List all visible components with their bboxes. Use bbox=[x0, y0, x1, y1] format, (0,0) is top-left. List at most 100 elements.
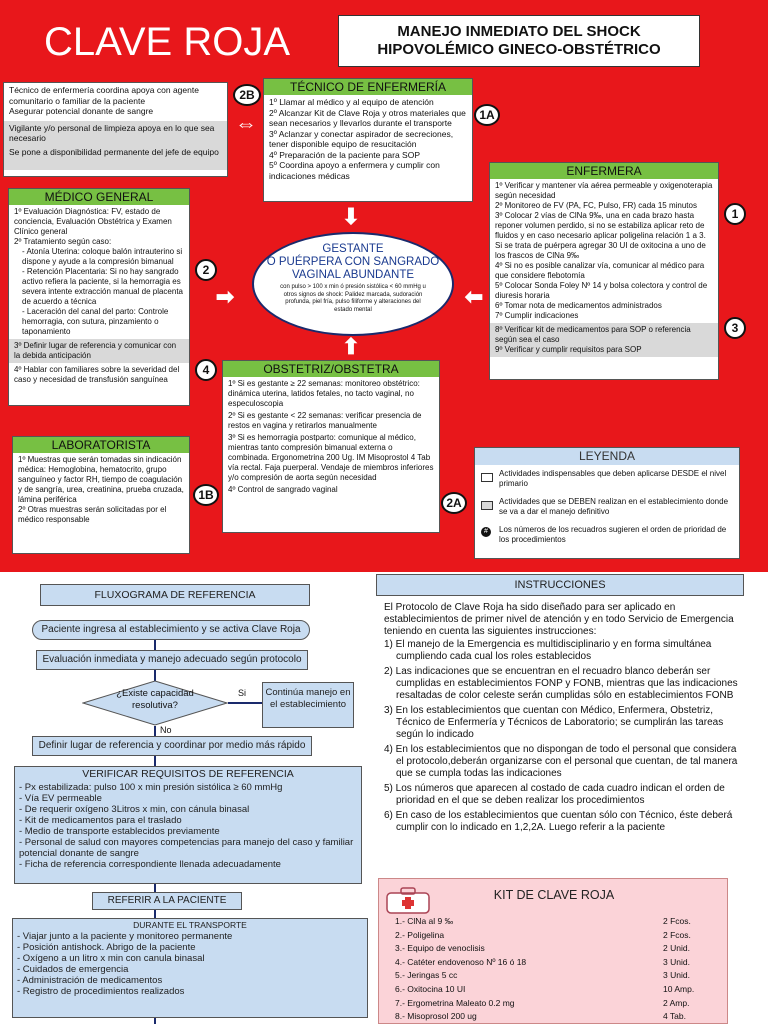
bottom-section: FLUXOGRAMA DE REFERENCIA Paciente ingres… bbox=[0, 572, 768, 1024]
kit-row: 2.- Poligelina 2 Fcos. bbox=[395, 929, 713, 943]
list-item: 4º Preparación de la paciente para SOP bbox=[269, 149, 421, 160]
list-item: - Personal de salud con mayores competen… bbox=[19, 837, 354, 859]
medico-list: 1º Evaluación Diagnóstica: FV, estado de… bbox=[9, 205, 189, 339]
list-item: 1º Verificar y mantener vía aérea permea… bbox=[495, 181, 713, 200]
list-item: - Px estabilizada: pulso 100 x min presi… bbox=[19, 782, 283, 793]
enfermera-grey-list: 8º Verificar kit de medicamentos para SO… bbox=[490, 323, 718, 357]
kit-qty: 4 Tab. bbox=[663, 1011, 687, 1022]
kit-qty: 10 Amp. bbox=[663, 983, 695, 994]
laboratorista-box: LABORATORISTA 1º Muestras que serán toma… bbox=[12, 436, 190, 554]
list-item: - Posición antishock. Abrigo de la pacie… bbox=[17, 942, 196, 953]
kit-item: 2.- Poligelina bbox=[395, 929, 445, 940]
arrow-right-icon: ➡ bbox=[215, 284, 235, 309]
fluxograma-title: FLUXOGRAMA DE REFERENCIA bbox=[40, 584, 310, 606]
kit-qty: 2 Fcos. bbox=[663, 916, 691, 926]
list-item: - Viajar junto a la paciente y monitoreo… bbox=[17, 931, 233, 942]
tecnico-box: TÉCNICO DE ENFERMERÍA 1º Llamar al médic… bbox=[263, 78, 473, 202]
obstetriz-title: OBSTETRIZ/OBSTETRA bbox=[223, 361, 439, 377]
transport-list: - Viajar junto a la paciente y monitoreo… bbox=[13, 931, 367, 997]
medico-grey-list: 3º Definir lugar de referencia y comunic… bbox=[9, 339, 189, 363]
kit-row: 1.- ClNa al 9 ‰ 2 Fcos. bbox=[395, 915, 713, 929]
list-item: - Laceración del canal del parto: Contro… bbox=[22, 307, 169, 336]
list-item: Vigilante y/o personal de limpieza apoya… bbox=[9, 122, 215, 144]
list-item: Técnico de enfermería coordina apoya con… bbox=[9, 85, 199, 106]
list-item: 9º Verificar y cumplir requisitos para S… bbox=[495, 345, 642, 354]
page-title: CLAVE ROJA bbox=[44, 20, 290, 64]
transport-title: DURANTE EL TRANSPORTE bbox=[133, 920, 247, 930]
flow-transport-box: DURANTE EL TRANSPORTE - Viajar junto a l… bbox=[12, 918, 368, 1018]
medical-kit-icon bbox=[386, 887, 430, 914]
verify-title: VERIFICAR REQUISITOS DE REFERENCIA bbox=[82, 768, 294, 780]
list-item: 1º Muestras que serán tomadas sin indica… bbox=[18, 455, 184, 504]
list-item: - De requerir oxígeno 3Litros x min, con… bbox=[19, 804, 250, 815]
enfermera-title: ENFERMERA bbox=[490, 163, 718, 179]
list-item: - Kit de medicamentos para el traslado bbox=[19, 815, 182, 826]
kit-qty: 2 Fcos. bbox=[663, 929, 691, 940]
gestante-line-1: GESTANTE bbox=[322, 243, 384, 255]
list-item: - Cuidados de emergencia bbox=[17, 964, 129, 975]
tecnico-list: 1º Llamar al médico y al equipo de atenc… bbox=[264, 95, 472, 183]
flow-start: Paciente ingresa al establecimiento y se… bbox=[32, 620, 310, 640]
white-swatch-icon bbox=[481, 473, 493, 482]
instruction-item: 1) El manejo de la Emergencia es multidi… bbox=[384, 639, 712, 662]
flow-connector bbox=[154, 756, 156, 766]
list-item: - Ficha de referencia correspondiente ll… bbox=[19, 859, 281, 870]
instrucciones-body: El Protocolo de Clave Roja ha sido diseñ… bbox=[384, 602, 744, 834]
kit-qty: 3 Unid. bbox=[663, 970, 690, 981]
medico-title: MÉDICO GENERAL bbox=[9, 189, 189, 205]
list-item: 1º Llamar al médico y al equipo de atenc… bbox=[269, 97, 434, 107]
gestante-detail: con pulso > 100 x min ó presión sistólic… bbox=[280, 284, 426, 313]
kit-item: 6.- Oxitocina 10 UI bbox=[395, 983, 466, 994]
list-item: 4º Control de sangrado vaginal bbox=[228, 485, 338, 494]
badge-1a: 1A bbox=[474, 104, 500, 126]
list-item: - Vía EV permeable bbox=[19, 793, 102, 804]
list-item: 2º Si es gestante < 22 semanas: verifica… bbox=[228, 411, 422, 430]
kit-item: 4.- Catéter endovenoso Nº 16 ó 18 bbox=[395, 956, 527, 967]
badge-1b: 1B bbox=[193, 484, 219, 506]
kit-title: KIT DE CLAVE ROJA bbox=[493, 888, 615, 902]
list-item: 1º Evaluación Diagnóstica: FV, estado de… bbox=[14, 207, 172, 236]
support-white-list: Técnico de enfermería coordina apoya con… bbox=[4, 83, 227, 119]
list-item: 3º Definir lugar de referencia y comunic… bbox=[14, 341, 177, 360]
leyenda-white-text: Actividades indispensables que deben apl… bbox=[499, 469, 727, 488]
leyenda-title: LEYENDA bbox=[475, 448, 739, 465]
medico-last-list: 4º Hablar con familiares sobre la severi… bbox=[9, 363, 189, 387]
kit-item: 1.- ClNa al 9 ‰ bbox=[395, 916, 454, 926]
badge-1: 1 bbox=[724, 203, 746, 225]
subtitle-line-1: MANEJO INMEDIATO DEL SHOCK bbox=[397, 23, 641, 40]
list-item: 2º Otras muestras serán solicitadas por … bbox=[18, 505, 167, 524]
instrucciones-intro: El Protocolo de Clave Roja ha sido diseñ… bbox=[384, 602, 734, 637]
flow-refer: REFERIR A LA PACIENTE bbox=[92, 892, 242, 910]
kit-qty: 2 Amp. bbox=[663, 997, 690, 1008]
badge-4: 4 bbox=[195, 359, 217, 381]
kit-row: 6.- Oxitocina 10 UI 10 Amp. bbox=[395, 983, 713, 997]
list-item: 2º Alcanzar Kit de Clave Roja y otros ma… bbox=[269, 107, 466, 129]
kit-row: 5.- Jeringas 5 cc 3 Unid. bbox=[395, 969, 713, 983]
enfermera-box: ENFERMERA 1º Verificar y mantener vía aé… bbox=[489, 162, 719, 380]
list-item: - Oxígeno a un litro x min con canula bi… bbox=[17, 953, 205, 964]
instruction-item: 5) Los números que aparecen al costado d… bbox=[384, 783, 725, 806]
kit-item: 5.- Jeringas 5 cc bbox=[395, 970, 458, 981]
kit-qty: 2 Unid. bbox=[663, 943, 690, 954]
flow-connector bbox=[154, 1018, 156, 1024]
list-item: 2º Tratamiento según caso: bbox=[14, 237, 112, 246]
leyenda-number-text: Los números de los recuadros sugieren el… bbox=[499, 525, 727, 544]
instruction-item: 6) En caso de los establecimientos que c… bbox=[384, 810, 733, 833]
tecnico-title: TÉCNICO DE ENFERMERÍA bbox=[264, 79, 472, 95]
list-item: - Medio de transporte establecidos previ… bbox=[19, 826, 220, 837]
flow-connector bbox=[154, 884, 156, 892]
list-item: 7º Cumplir indicaciones bbox=[495, 311, 579, 320]
list-item: 6º Tomar nota de medicamentos administra… bbox=[495, 301, 662, 310]
flow-eval: Evaluación inmediata y manejo adecuado s… bbox=[36, 650, 308, 670]
instrucciones-title: INSTRUCCIONES bbox=[376, 574, 744, 596]
list-item: 5º Colocar Sonda Foley Nº 14 y bolsa col… bbox=[495, 281, 708, 300]
arrow-left-icon: ⬅ bbox=[464, 284, 484, 309]
badge-3: 3 bbox=[724, 317, 746, 339]
decision-no-label: No bbox=[160, 725, 172, 735]
flow-connector bbox=[154, 670, 156, 682]
leyenda-number-row: # Los números de los recuadros sugieren … bbox=[475, 525, 739, 551]
